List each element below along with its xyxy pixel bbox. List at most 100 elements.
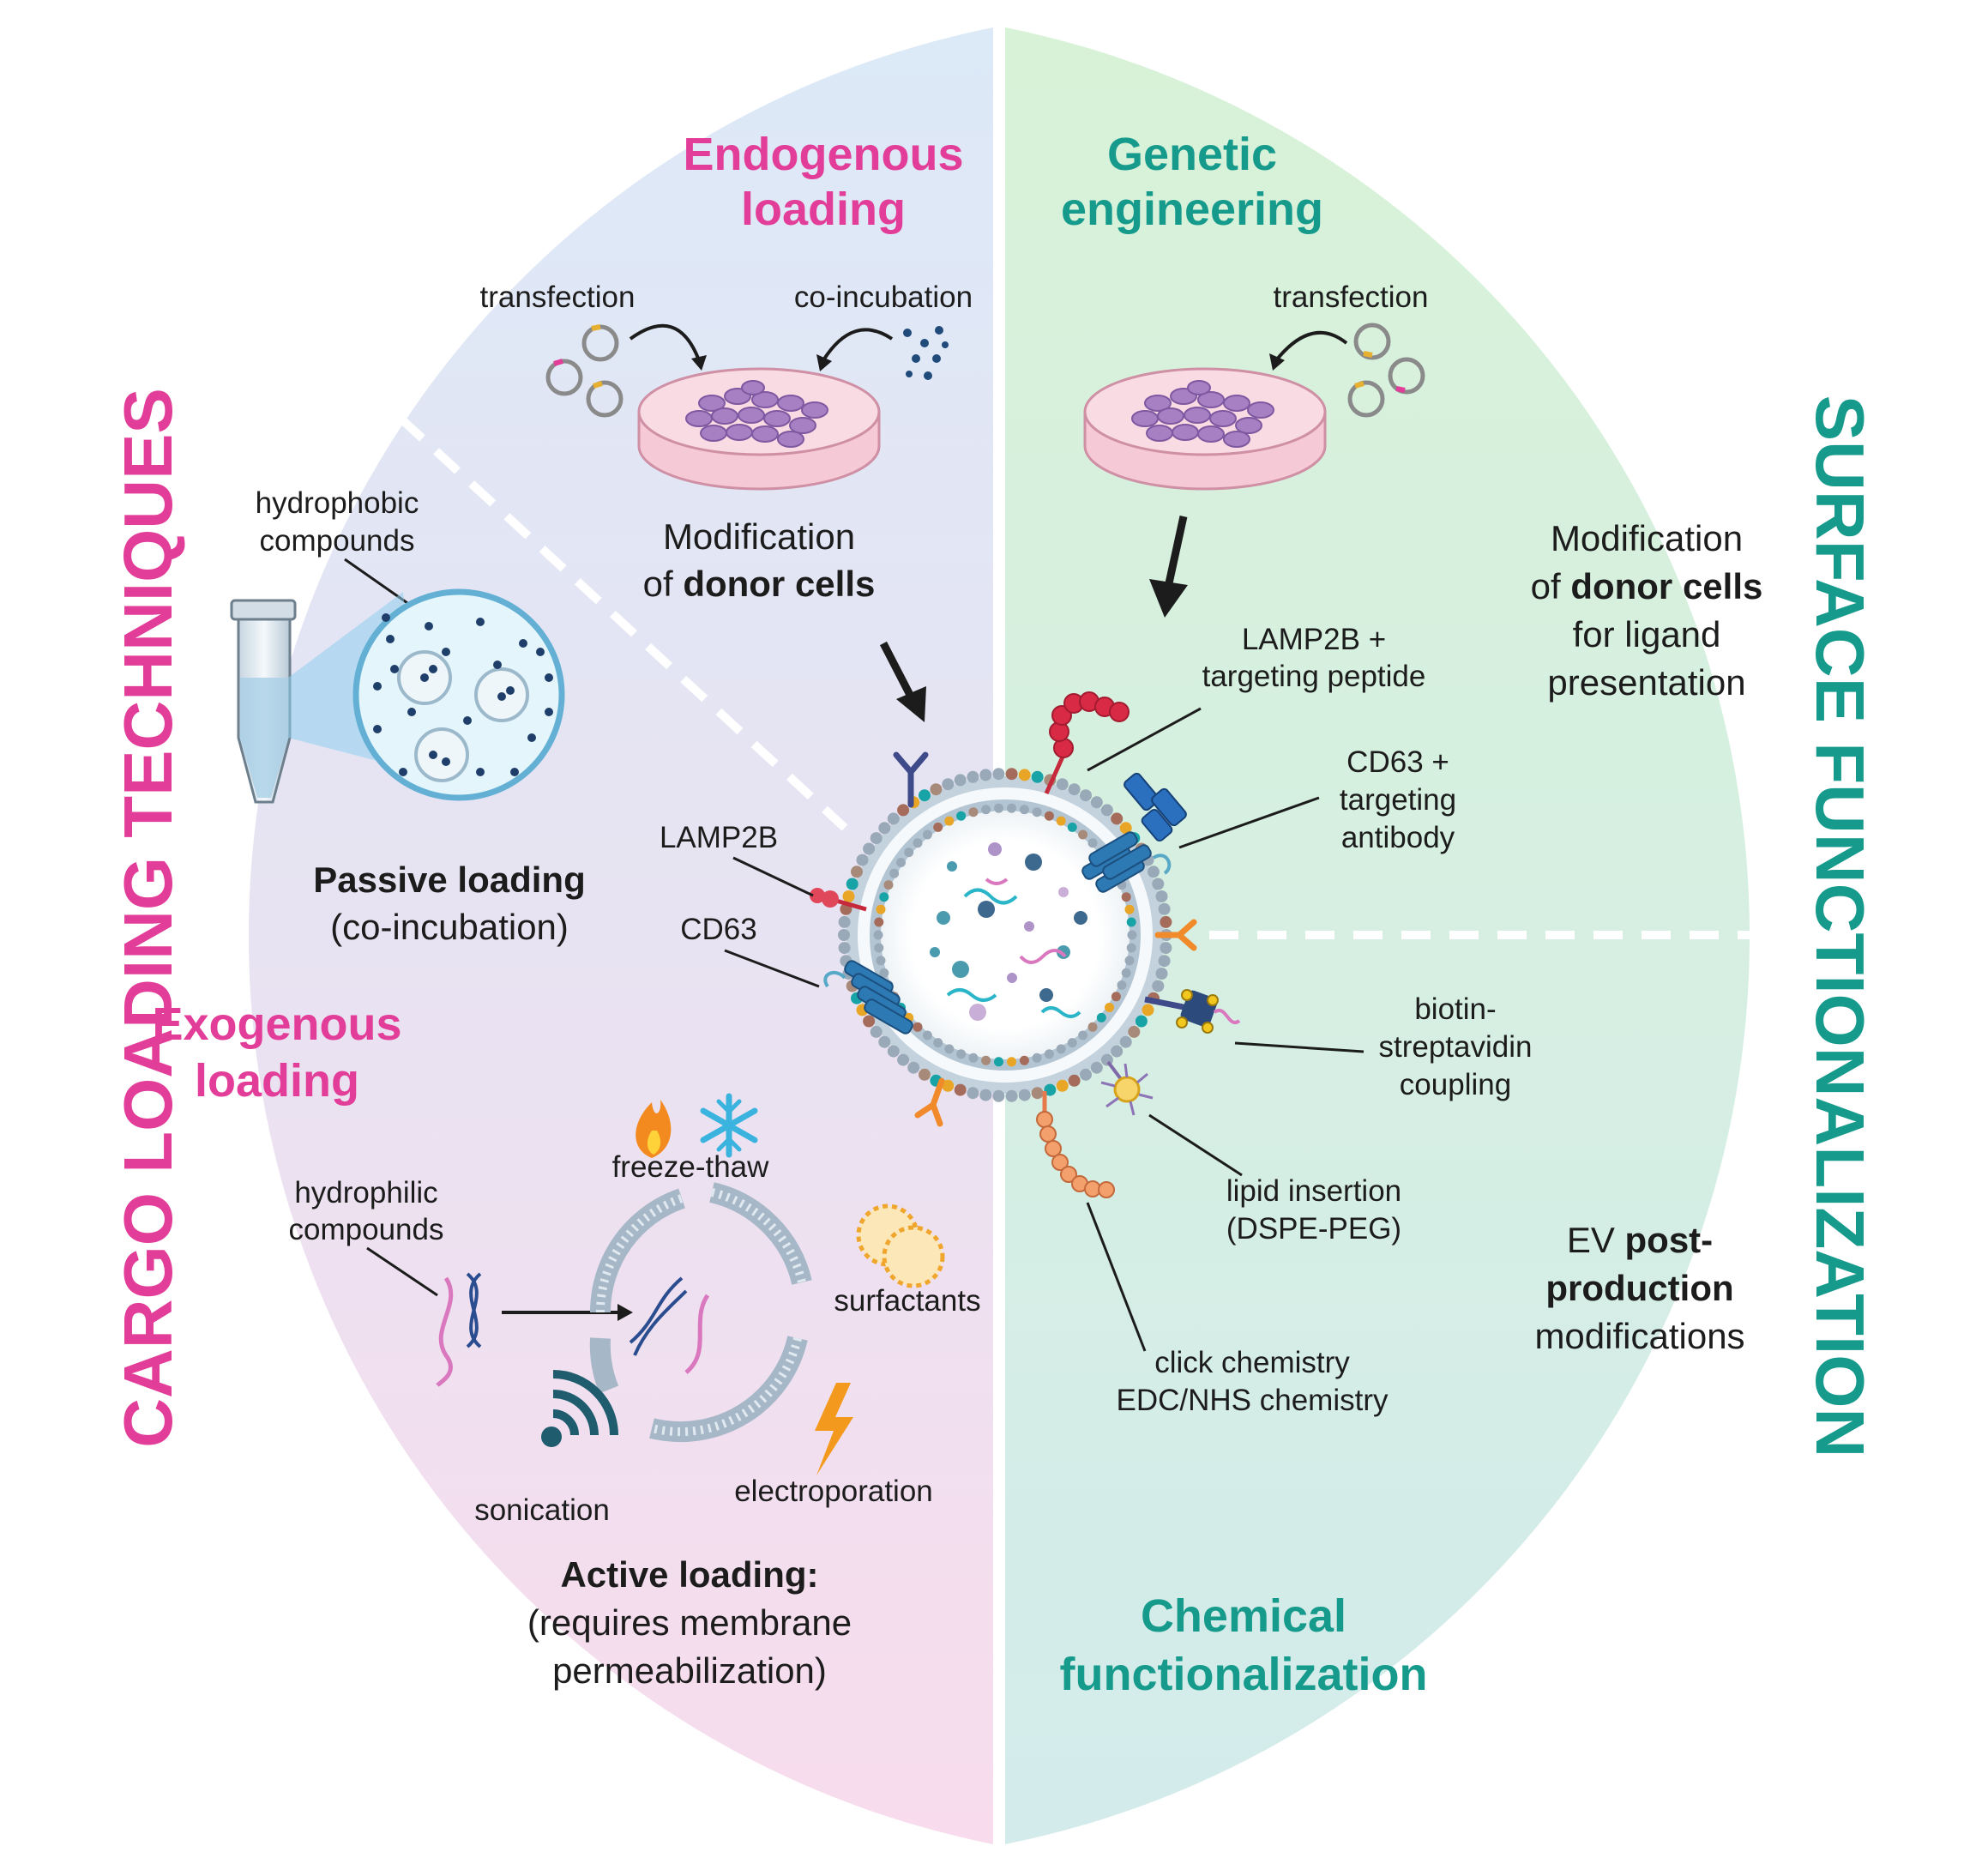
liposome-icon xyxy=(589,1182,812,1442)
lightning-icon xyxy=(815,1383,853,1475)
nucleic-acid-cargo xyxy=(985,878,1009,885)
drug-dot xyxy=(493,661,502,669)
lipid-label-1: lipid insertion xyxy=(1226,1174,1401,1208)
lipid-head xyxy=(967,1087,979,1100)
lipid-head xyxy=(838,942,851,955)
lipid-head xyxy=(1111,992,1121,1002)
biotin-label-3: coupling xyxy=(1400,1068,1511,1101)
lipid-head xyxy=(913,1022,923,1032)
genetic-caption-4: presentation xyxy=(1547,662,1745,703)
drug-dot xyxy=(373,725,382,733)
genetic-caption-2: of donor cells xyxy=(1531,566,1763,606)
snowflake-icon xyxy=(700,1093,758,1158)
cargo-molecule xyxy=(978,901,995,918)
arrow-curve-icon xyxy=(822,328,894,362)
lipid-head xyxy=(1031,770,1044,783)
cargo-molecule xyxy=(1057,945,1070,959)
lipid-head xyxy=(863,1015,876,1028)
genetic-title-2: engineering xyxy=(1061,184,1323,235)
lipid-head xyxy=(1135,1015,1148,1028)
endo-caption-2: of donor cells xyxy=(643,564,876,604)
dashed-divider-left xyxy=(327,350,848,831)
lipid-head xyxy=(1128,1025,1141,1038)
lipid-head xyxy=(838,929,850,941)
endo-transfection-label: transfection xyxy=(480,280,636,314)
lipid-head xyxy=(1124,956,1135,966)
lipid-head xyxy=(930,783,943,796)
lipid-head xyxy=(968,1053,979,1063)
lipid-head xyxy=(1090,796,1103,809)
drug-dot xyxy=(429,751,437,759)
lipid-head xyxy=(879,968,889,978)
leader-line xyxy=(1178,796,1320,849)
arrow-curve-icon xyxy=(1274,330,1348,362)
endo-coincubation-label: co-incubation xyxy=(794,280,973,314)
leader-line xyxy=(1234,1041,1364,1053)
lipid-head xyxy=(1152,878,1165,890)
cargo-molecule xyxy=(1039,988,1053,1002)
drug-dot xyxy=(527,733,536,742)
arrowhead-icon xyxy=(896,686,926,722)
chemical-title-2: functionalization xyxy=(1060,1649,1428,1700)
leader-line xyxy=(1086,1202,1147,1352)
cd63-label: CD63 xyxy=(680,913,756,946)
lipid-head xyxy=(919,1068,931,1081)
lamp2b-label: LAMP2B xyxy=(660,821,778,854)
lipid-head xyxy=(1148,866,1160,878)
lipid-head xyxy=(1007,803,1016,813)
cd63-antibody-icon xyxy=(1081,772,1187,893)
ev-post-2: production xyxy=(1545,1268,1733,1308)
lipid-head xyxy=(1124,904,1135,914)
cargo-molecule xyxy=(1007,973,1017,983)
lipid-head xyxy=(897,804,910,817)
lipid-head xyxy=(1100,804,1113,817)
lipid-head xyxy=(873,930,883,940)
lipid-head xyxy=(897,1053,910,1066)
lipid-head xyxy=(1078,1030,1088,1041)
lipid-head xyxy=(994,803,1003,813)
lipid-head xyxy=(838,915,851,928)
drug-dot xyxy=(497,692,506,701)
hydrophobic-label-2: compounds xyxy=(260,524,415,558)
cd63-antibody-label-2: targeting xyxy=(1340,783,1456,817)
drug-dot xyxy=(420,673,429,682)
lamp2b-peptide-icon xyxy=(1044,691,1130,795)
rna-strand-icon xyxy=(436,1276,454,1387)
genetic-caption-3: for ligand xyxy=(1573,614,1721,654)
cargo-molecule xyxy=(1058,887,1069,897)
active-line-2: (requires membrane xyxy=(527,1602,852,1643)
lipid-head xyxy=(876,956,886,966)
lipid-head xyxy=(1056,1044,1066,1054)
drug-dot xyxy=(463,716,472,725)
lipid-head xyxy=(1121,968,1131,978)
arrow-down-icon xyxy=(1165,516,1188,584)
petri-dish-icon xyxy=(637,367,881,491)
cargo-molecule xyxy=(988,842,1002,856)
lipid-label-2: (DSPE-PEG) xyxy=(1226,1212,1401,1246)
lipid-head xyxy=(1067,1038,1077,1048)
endogenous-title-1: Endogenous xyxy=(684,129,964,180)
lipid-head xyxy=(968,807,979,817)
drug-dot xyxy=(429,665,437,673)
lamp2b-peptide-label-2: targeting peptide xyxy=(1202,660,1426,693)
lipid-head xyxy=(1160,915,1172,928)
lipid-head xyxy=(944,816,955,826)
plasmid-icon xyxy=(545,324,624,418)
lipid-head xyxy=(1068,783,1081,796)
lipid-head xyxy=(1087,1022,1098,1032)
ev-post-1: EV post- xyxy=(1567,1220,1713,1260)
electroporation-label: electroporation xyxy=(734,1475,933,1508)
lipid-head xyxy=(956,811,967,821)
lipid-head xyxy=(1152,980,1165,992)
lipid-head xyxy=(883,880,894,890)
lipid-head xyxy=(1119,1035,1132,1048)
lipid-head xyxy=(856,854,869,866)
lipid-head xyxy=(1096,1012,1106,1022)
cargo-molecule xyxy=(1024,921,1034,932)
leader-line xyxy=(724,949,820,988)
arrow-curve-icon xyxy=(629,323,701,361)
cargo-molecule xyxy=(969,1004,986,1021)
hydrophilic-label-1: hydrophilic xyxy=(294,1176,437,1209)
lipid-head xyxy=(1080,789,1092,802)
lipid-head xyxy=(981,1055,991,1065)
